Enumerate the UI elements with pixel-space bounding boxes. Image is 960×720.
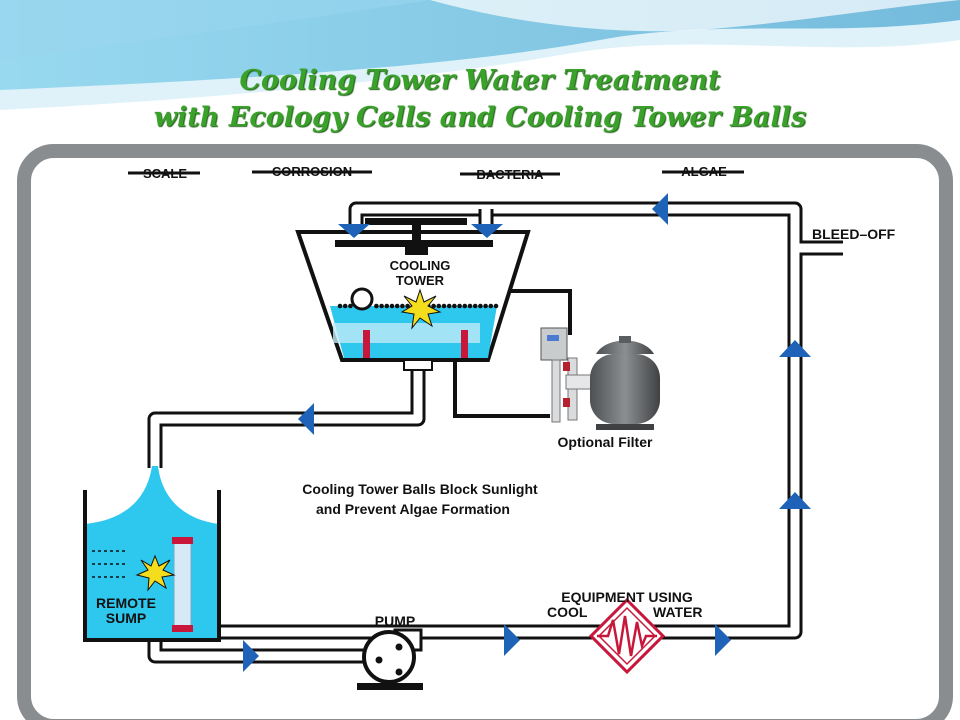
large-ball <box>350 287 374 311</box>
cooling-tower: COOLING TOWER <box>295 218 531 371</box>
caption-line-2: and Prevent Algae Formation <box>316 501 510 517</box>
optional-filter: Optional Filter <box>540 327 660 450</box>
ecology-cell-right <box>461 330 468 358</box>
cooling-tower-ball <box>462 303 468 309</box>
cooling-tower-ball <box>472 303 478 309</box>
flow-arrow-riser-upper <box>779 340 811 357</box>
equipment-label-1: EQUIPMENT USING <box>561 589 693 605</box>
page-title: Cooling Tower Water Treatment with Ecolo… <box>0 62 960 136</box>
caption-line-1: Cooling Tower Balls Block Sunlight <box>302 481 538 497</box>
bleed-off-label: BLEED–OFF <box>812 226 896 242</box>
strikeout-labels: SCALE CORROSION BACTERIA ALGAE <box>128 164 744 182</box>
equipment-label-2b: WATER <box>653 604 703 620</box>
cooling-tower-ball <box>384 303 390 309</box>
cooling-tower-ball <box>394 303 400 309</box>
diagram-frame <box>17 144 953 720</box>
cooling-tower-balls <box>337 303 499 309</box>
fan-top-bar <box>365 218 467 225</box>
filter-tank <box>590 354 660 424</box>
filter-controller <box>540 327 568 361</box>
flow-arrow-riser-lower <box>779 492 811 509</box>
title-line-2: with Ecology Cells and Cooling Tower Bal… <box>153 102 807 133</box>
cooling-tower-label-1: COOLING <box>390 258 451 273</box>
flow-arrow-equipment-out <box>715 624 731 656</box>
flow-arrow-sump-to-pump <box>243 640 259 672</box>
cooling-tower-ball <box>436 303 442 309</box>
cooling-tower-ball <box>348 303 353 309</box>
cooling-tower-ball <box>446 303 452 309</box>
flow-arrow-top-return <box>652 193 668 225</box>
cooling-tower-label-2: TOWER <box>396 273 445 288</box>
cooling-tower-ball <box>483 303 488 309</box>
sump-ecology-cell <box>173 541 192 627</box>
cooling-tower-ball <box>493 303 499 309</box>
optional-filter-label: Optional Filter <box>558 434 653 450</box>
cooling-tower-ball <box>452 303 457 309</box>
pump-label: PUMP <box>375 613 415 629</box>
flow-arrows <box>243 193 811 672</box>
flow-arrow-pump-to-equipment <box>504 624 520 656</box>
tower-spark <box>400 288 442 330</box>
cooling-tower-ball <box>400 303 405 309</box>
sump-spark <box>135 554 176 592</box>
header-waves <box>0 0 960 110</box>
remote-sump-label-2: SUMP <box>106 610 146 626</box>
cooling-tower-ball <box>405 303 410 309</box>
filter-valve-stack <box>551 359 561 423</box>
pump: PUMP <box>357 613 423 690</box>
remote-sump: REMOTE SUMP <box>83 466 221 642</box>
cooling-tower-ball <box>488 303 494 309</box>
flow-arrow-tower-in-right <box>471 224 503 238</box>
equipment-label-2a: COOL <box>547 604 588 620</box>
title-line-1: Cooling Tower Water Treatment <box>239 65 721 96</box>
cooling-tower-ball <box>457 303 462 309</box>
cooling-tower-ball <box>374 303 379 309</box>
filter-loop-pipe <box>453 289 572 418</box>
cooling-tower-ball <box>337 303 343 309</box>
cooling-tower-ball <box>379 303 384 309</box>
ecology-cell-left <box>363 330 370 358</box>
cooling-tower-ball <box>342 303 348 309</box>
cooling-tower-ball <box>389 303 395 309</box>
cooling-tower-ball <box>431 303 436 309</box>
equipment-heat-exchanger: EQUIPMENT USING COOL WATER <box>547 589 703 675</box>
flow-arrow-tower-in-left <box>338 224 370 238</box>
remote-sump-label-1: REMOTE <box>96 595 156 611</box>
cooling-tower-ball <box>467 303 473 309</box>
cooling-tower-ball <box>441 303 447 309</box>
flow-arrow-tower-outlet <box>298 403 314 435</box>
cooling-tower-ball <box>478 303 483 309</box>
